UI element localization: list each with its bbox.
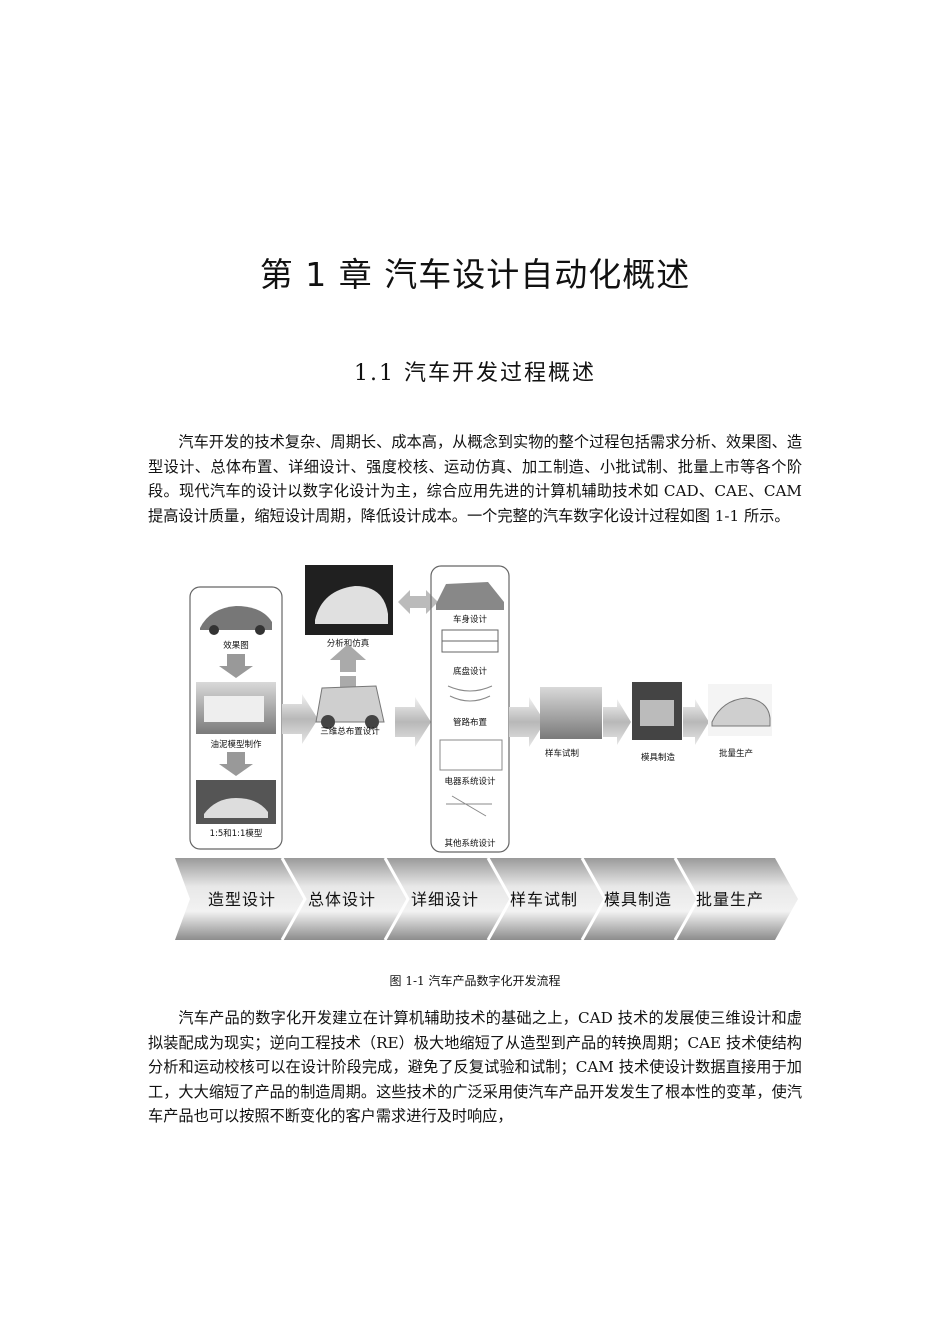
- banner-stage-3: 详细设计: [411, 890, 479, 909]
- banner-stage-2: 总体设计: [308, 890, 376, 909]
- banner-stage-6: 批量生产: [696, 890, 764, 909]
- render-image: [196, 595, 276, 637]
- scale-model-image: [196, 780, 276, 824]
- middle-label-2: 三维总布置设计: [320, 726, 380, 737]
- production-image: [708, 684, 772, 736]
- left-label-2: 油泥模型制作: [210, 739, 262, 750]
- right-arrow-2: [395, 697, 431, 747]
- body-image: [436, 582, 504, 610]
- up-arrow: [330, 644, 366, 672]
- left-label-3: 1:5和1:1模型: [210, 828, 263, 839]
- detail-label-3: 管路布置: [453, 717, 488, 728]
- paragraph-text: 汽车产品的数字化开发建立在计算机辅助技术的基础之上，CAD 技术的发展使三维设计…: [148, 1009, 802, 1125]
- right-label-2: 模具制造: [641, 752, 676, 763]
- chassis-image: [441, 629, 499, 653]
- pipe-image: [447, 685, 493, 702]
- paragraph-text: 汽车开发的技术复杂、周期长、成本高，从概念到实物的整个过程包括需求分析、效果图、…: [148, 433, 802, 525]
- detail-label-4: 电器系统设计: [444, 776, 496, 787]
- right-arrow-4: [603, 699, 631, 745]
- down-arrow-2: [219, 752, 253, 776]
- figure-caption: 图 1-1 汽车产品数字化开发流程: [389, 974, 561, 988]
- stage-banner: [175, 858, 798, 940]
- clay-model-image: [196, 682, 276, 734]
- down-arrow-1: [219, 654, 253, 678]
- right-arrow-1: [282, 694, 318, 744]
- banner-stage-1: 造型设计: [208, 890, 276, 909]
- process-figure: 效果图 油泥模型制作 1:5和1:1模型 分析和仿真 三维总布置设计 车身设计 …: [175, 565, 798, 941]
- body-paragraph-1: 汽车开发的技术复杂、周期长、成本高，从概念到实物的整个过程包括需求分析、效果图、…: [148, 430, 802, 528]
- banner-stage-4: 样车试制: [510, 890, 578, 909]
- detail-label-5: 其他系统设计: [444, 838, 496, 849]
- body-paragraph-2: 汽车产品的数字化开发建立在计算机辅助技术的基础之上，CAD 技术的发展使三维设计…: [148, 1006, 802, 1129]
- detail-label-2: 底盘设计: [453, 666, 488, 677]
- mold-image: [632, 682, 682, 740]
- other-systems-image: [446, 795, 492, 817]
- right-label-1: 样车试制: [545, 748, 579, 759]
- right-arrow-3: [509, 697, 545, 747]
- right-label-3: 批量生产: [719, 748, 753, 759]
- prototype-image: [540, 687, 602, 739]
- right-arrow-5: [683, 699, 709, 745]
- analysis-image: [305, 565, 393, 635]
- section-title: 1.1 汽车开发过程概述: [354, 361, 596, 386]
- banner-stage-5: 模具制造: [604, 890, 672, 909]
- double-arrow: [398, 590, 438, 614]
- detail-label-1: 车身设计: [453, 614, 488, 625]
- chapter-title: 第 1 章 汽车设计自动化概述: [259, 255, 691, 294]
- middle-label-1: 分析和仿真: [327, 638, 370, 649]
- left-label-1: 效果图: [223, 640, 249, 651]
- layout-image: [315, 685, 385, 729]
- electrical-image: [439, 739, 503, 771]
- banner-separators: [280, 857, 700, 941]
